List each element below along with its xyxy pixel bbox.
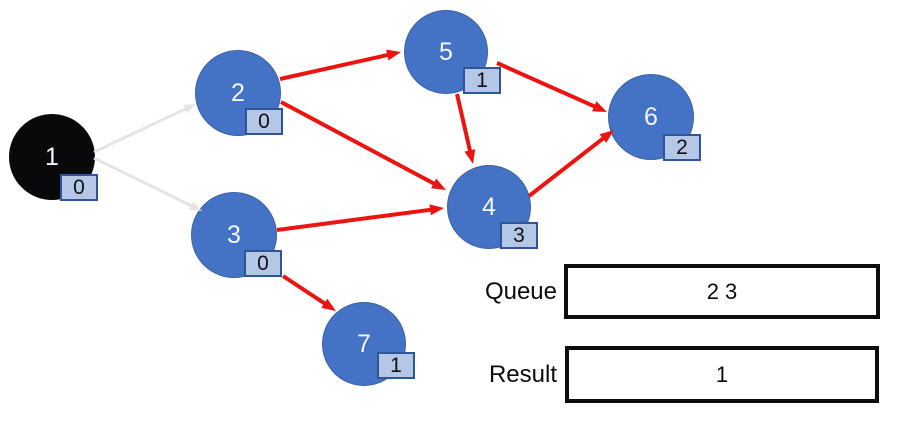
arrowhead-icon	[386, 49, 401, 61]
node-6-order-badge: 2	[663, 134, 701, 161]
node-4-order-badge: 3	[500, 222, 538, 249]
node-7-order-badge: 1	[377, 352, 415, 379]
edge-5-6	[496, 61, 607, 112]
arrowhead-icon	[431, 178, 446, 190]
edge-1-2	[93, 104, 196, 154]
arrowhead-icon	[464, 149, 476, 164]
node-5-order-badge: 1	[463, 67, 501, 94]
arrowhead-icon	[321, 298, 336, 311]
graph-node-1: 1	[9, 114, 95, 200]
edge-1-3	[93, 156, 202, 211]
node-2-order-badge: 0	[245, 108, 283, 135]
node-label: 2	[231, 78, 245, 107]
node-label: 6	[644, 102, 658, 131]
node-label: 4	[482, 192, 496, 221]
arrowhead-icon	[183, 104, 196, 114]
node-label: 7	[357, 329, 371, 358]
result-box: 1	[565, 346, 879, 403]
queue-box: 2 3	[564, 264, 880, 319]
arrowhead-icon	[429, 204, 444, 216]
result-value: 1	[715, 361, 729, 387]
edge-4-6	[527, 130, 614, 198]
edge-3-4	[276, 204, 444, 232]
node-label: 1	[45, 142, 59, 171]
result-label: Result	[488, 360, 557, 388]
queue-value: 2 3	[706, 278, 738, 304]
edge-3-7	[281, 274, 336, 311]
node-label: 5	[439, 37, 453, 66]
edge-2-5	[279, 49, 401, 81]
edge-2-4	[280, 100, 446, 190]
arrowhead-icon	[591, 101, 607, 112]
edge-5-4	[455, 93, 476, 164]
node-label: 3	[227, 220, 241, 249]
node-1-order-badge: 0	[60, 174, 98, 201]
queue-label: Queue	[484, 277, 557, 305]
node-3-order-badge: 0	[244, 250, 282, 277]
